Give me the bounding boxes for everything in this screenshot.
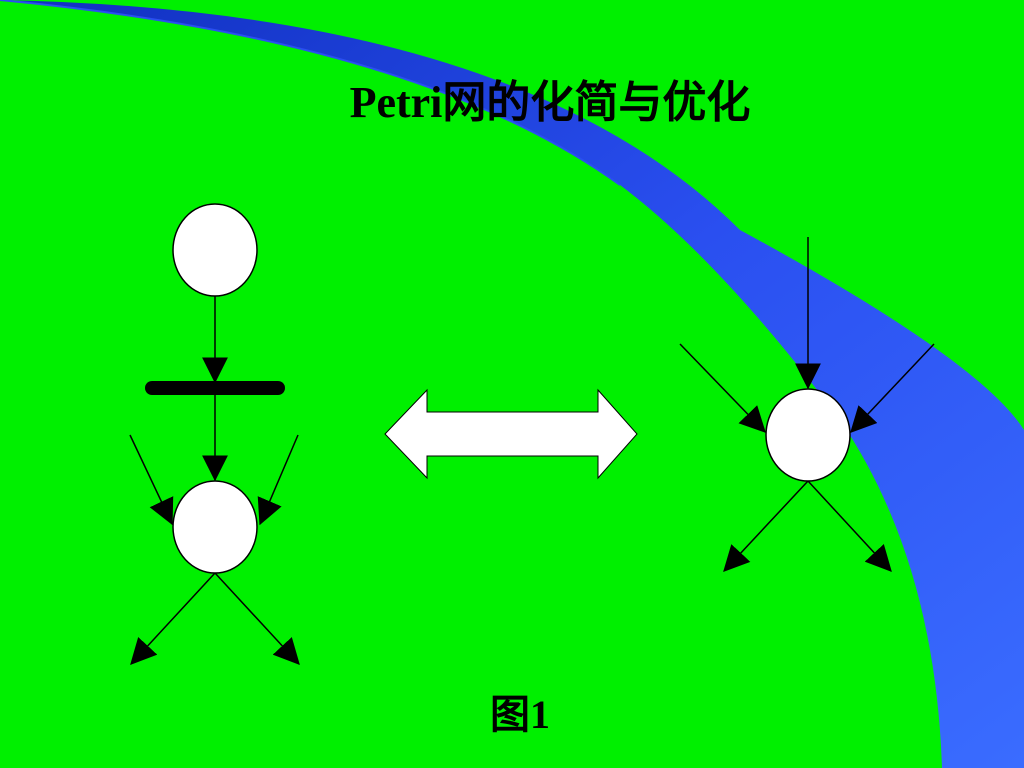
arc-right-input [850, 343, 935, 433]
equivalence-double-arrow [384, 388, 638, 480]
arc-output-right [214, 572, 300, 665]
arc-left-input [679, 343, 766, 433]
left-transition-bar [145, 381, 285, 395]
arc-right-side-input [257, 434, 299, 526]
arc-right-output-right [807, 480, 892, 572]
arc-output-left [130, 572, 216, 665]
right-petri-net [679, 237, 935, 572]
slide-title: Petri网的化简与优化 [349, 78, 751, 127]
figure-caption: 图1 [490, 692, 550, 737]
right-merged-place [765, 388, 851, 482]
left-output-place [172, 480, 258, 574]
arc-right-output-left [723, 480, 809, 572]
left-input-place [172, 203, 258, 297]
arc-left-side-input [129, 434, 174, 526]
left-petri-net [129, 203, 300, 665]
